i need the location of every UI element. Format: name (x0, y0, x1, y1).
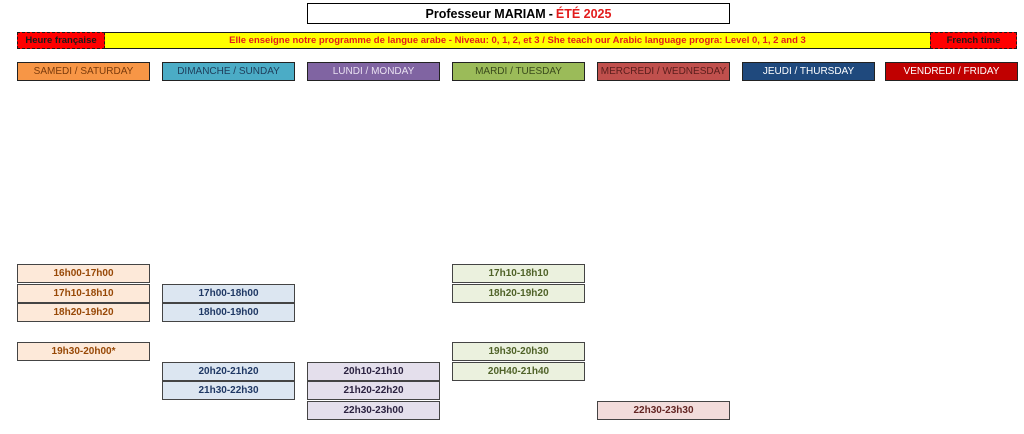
time-slot-monday: 22h30-23h00 (307, 401, 440, 420)
page-title: Professeur MARIAM - ÉTÉ 2025 (307, 3, 730, 24)
day-header-saturday: SAMEDI / SATURDAY (17, 62, 150, 81)
time-slot-sunday: 18h00-19h00 (162, 303, 295, 322)
day-header-tuesday: MARDI / TUESDAY (452, 62, 585, 81)
day-header-friday: VENDREDI / FRIDAY (885, 62, 1018, 81)
time-slot-saturday: 18h20-19h20 (17, 303, 150, 322)
time-slot-sunday: 20h20-21h20 (162, 362, 295, 381)
time-slot-saturday: 17h10-18h10 (17, 284, 150, 303)
banner-french-time-left: Heure française (17, 32, 105, 49)
time-slot-tuesday: 18h20-19h20 (452, 284, 585, 303)
time-slot-sunday: 17h00-18h00 (162, 284, 295, 303)
day-header-wednesday: MERCREDI / WEDNESDAY (597, 62, 730, 81)
time-slot-tuesday: 20H40-21h40 (452, 362, 585, 381)
time-slot-wednesday: 22h30-23h30 (597, 401, 730, 420)
banner-french-time-right: French time (930, 32, 1017, 49)
time-slot-tuesday: 19h30-20h30 (452, 342, 585, 361)
day-header-thursday: JEUDI / THURSDAY (742, 62, 875, 81)
time-slot-monday: 21h20-22h20 (307, 381, 440, 400)
time-slot-saturday: 16h00-17h00 (17, 264, 150, 283)
title-season: ÉTÉ 2025 (555, 6, 612, 21)
day-header-sunday: DIMANCHE / SUNDAY (162, 62, 295, 81)
day-header-monday: LUNDI / MONDAY (307, 62, 440, 81)
time-slot-monday: 20h10-21h10 (307, 362, 440, 381)
time-slot-tuesday: 17h10-18h10 (452, 264, 585, 283)
banner-program-description: Elle enseigne notre programme de langue … (105, 32, 930, 49)
time-slot-sunday: 21h30-22h30 (162, 381, 295, 400)
title-main: Professeur MARIAM (425, 6, 546, 21)
time-slot-saturday: 19h30-20h00* (17, 342, 150, 361)
title-separator: - (548, 6, 553, 21)
